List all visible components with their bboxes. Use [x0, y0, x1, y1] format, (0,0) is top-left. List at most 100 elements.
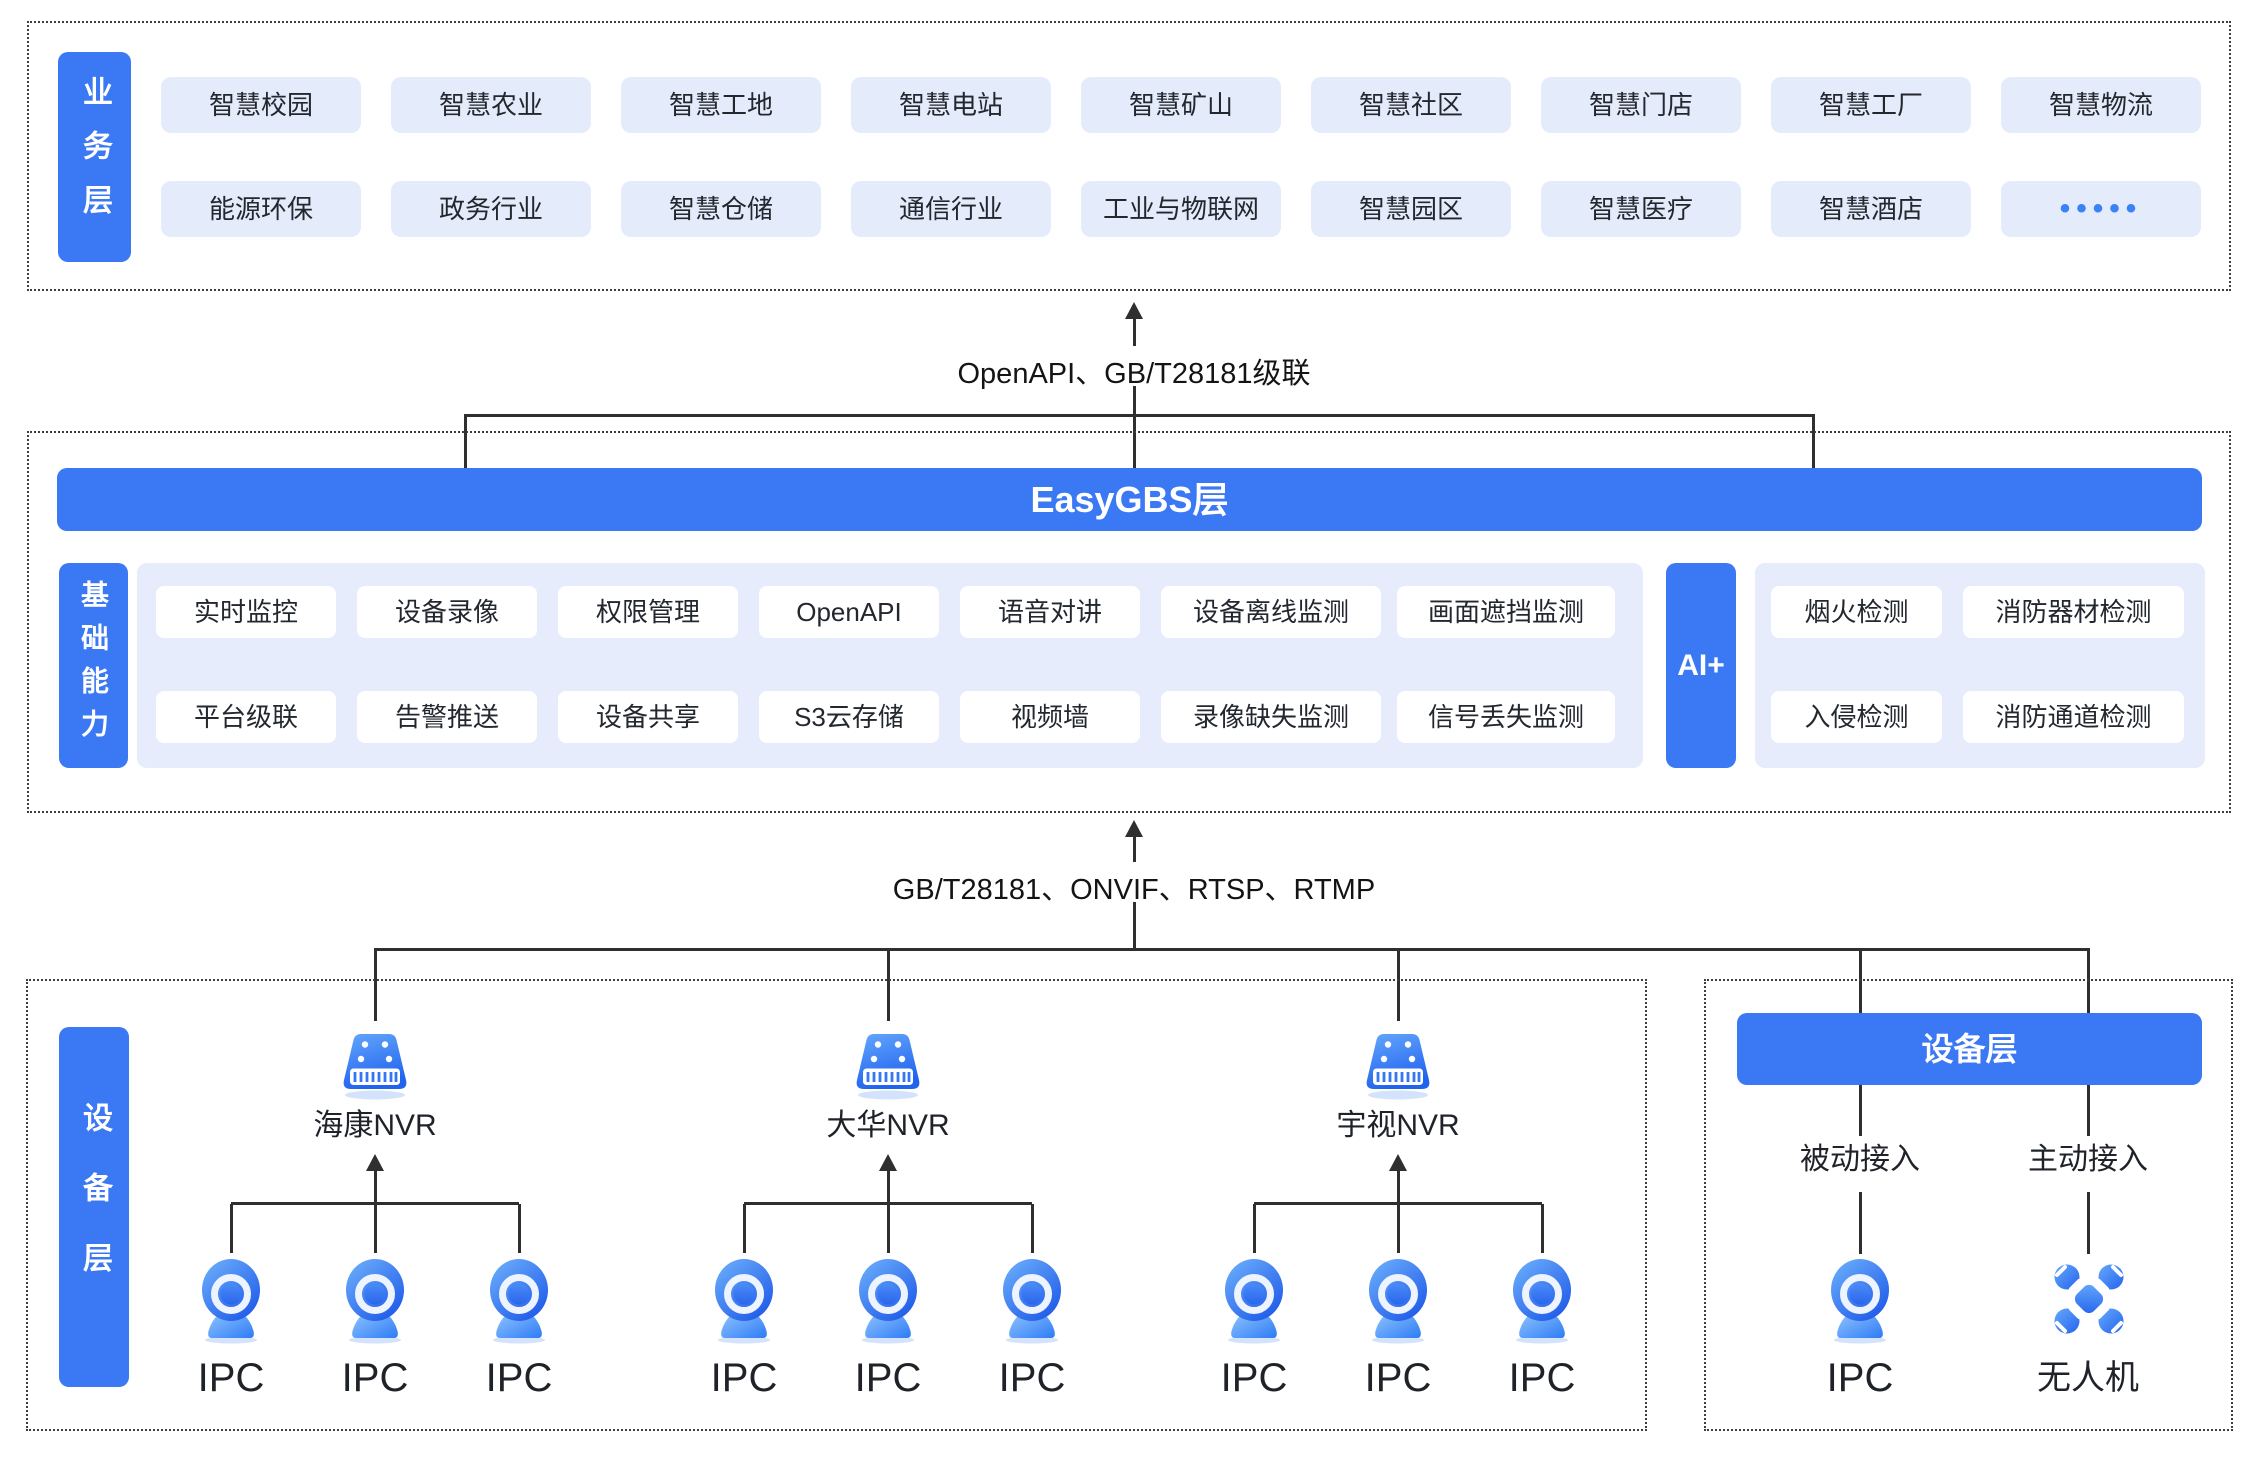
- capability-chip: 平台级联: [156, 691, 336, 743]
- capability-chip: 设备离线监测: [1161, 586, 1381, 638]
- access-label-active: 主动接入: [2028, 1143, 2148, 1176]
- business-chip: 智慧农业: [391, 77, 591, 133]
- ipc-label: IPC: [1508, 1356, 1576, 1400]
- business-chip: 能源环保: [161, 181, 361, 237]
- connector-line: [2087, 1192, 2090, 1254]
- connector-line: [1541, 1204, 1544, 1253]
- ipc-camera-icon: [487, 1258, 551, 1344]
- connector-line: [743, 1204, 746, 1253]
- ipc-label: IPC: [998, 1356, 1066, 1400]
- connector-line: [1859, 1085, 1862, 1136]
- capability-chip: 视频墙: [960, 691, 1140, 743]
- capability-chip: 录像缺失监测: [1161, 691, 1381, 743]
- ipc-camera-icon: [712, 1258, 776, 1344]
- ipc-camera-icon: [856, 1258, 920, 1344]
- connector-line: [518, 1204, 521, 1253]
- access-label-passive: 被动接入: [1800, 1143, 1920, 1176]
- ipc-label: IPC: [1364, 1356, 1432, 1400]
- drone-label: 无人机: [2037, 1359, 2139, 1397]
- business-chip: 智慧园区: [1311, 181, 1511, 237]
- arrow-up-icon: [1389, 1154, 1407, 1171]
- ai-chip: 烟火检测: [1771, 586, 1942, 638]
- connector-line: [231, 1202, 519, 1205]
- connector-line: [230, 1204, 233, 1253]
- nvr-icon: [1360, 1031, 1436, 1101]
- connector-line: [464, 414, 467, 468]
- easygbs-bar: EasyGBS层: [57, 468, 2202, 531]
- ipc-camera-icon: [343, 1258, 407, 1344]
- connector-line: [1397, 1171, 1400, 1253]
- connector-line: [887, 948, 890, 1021]
- capability-chip: 实时监控: [156, 586, 336, 638]
- bus-line: [374, 948, 2090, 951]
- business-chip: 智慧物流: [2001, 77, 2201, 133]
- ipc-camera-icon: [1000, 1258, 1064, 1344]
- ipc-camera-icon: [199, 1258, 263, 1344]
- ipc-label: IPC: [485, 1356, 553, 1400]
- business-chip: 智慧酒店: [1771, 181, 1971, 237]
- connector-line: [464, 414, 1815, 417]
- device-layer-right-bar: 设备层: [1737, 1013, 2202, 1085]
- ipc-camera-icon: [1366, 1258, 1430, 1344]
- nvr-label: 宇视NVR: [1336, 1109, 1460, 1142]
- business-chip: 智慧医疗: [1541, 181, 1741, 237]
- business-chip: 智慧工地: [621, 77, 821, 133]
- connector-line: [887, 1171, 890, 1253]
- connector-line: [1254, 1202, 1542, 1205]
- capability-chip: 画面遮挡监测: [1397, 586, 1615, 638]
- connector-line: [1133, 318, 1136, 346]
- top-link-label: OpenAPI、GB/T28181级联: [957, 358, 1311, 390]
- ai-chip: 入侵检测: [1771, 691, 1942, 743]
- device-layer-left-box: [26, 979, 1647, 1431]
- connector-line: [1397, 948, 1400, 1021]
- business-chip: 政务行业: [391, 181, 591, 237]
- arrow-up-icon: [879, 1154, 897, 1171]
- connector-line: [1031, 1204, 1034, 1253]
- device-layer-left-label: 设备层: [59, 1027, 129, 1387]
- ipc-camera-icon: [1510, 1258, 1574, 1344]
- business-chip: 智慧电站: [851, 77, 1051, 133]
- arrow-up-icon: [1125, 820, 1143, 837]
- business-chip: 智慧校园: [161, 77, 361, 133]
- ipc-camera-icon: [1222, 1258, 1286, 1344]
- business-chip: 智慧仓储: [621, 181, 821, 237]
- business-chip: 智慧工厂: [1771, 77, 1971, 133]
- connector-line: [2087, 1085, 2090, 1136]
- ipc-label: IPC: [710, 1356, 778, 1400]
- ipc-label: IPC: [1220, 1356, 1288, 1400]
- connector-line: [1133, 837, 1136, 862]
- business-layer-box: [27, 21, 2231, 291]
- business-layer-label: 业务层: [58, 52, 131, 262]
- ipc-camera-icon: [1828, 1258, 1892, 1344]
- capability-label: 基础能力: [59, 563, 128, 768]
- nvr-icon: [337, 1031, 413, 1101]
- capability-chip: 设备共享: [558, 691, 738, 743]
- ipc-label: IPC: [197, 1356, 265, 1400]
- business-chip: 工业与物联网: [1081, 181, 1281, 237]
- nvr-label: 大华NVR: [826, 1109, 950, 1142]
- connector-line: [1133, 386, 1136, 468]
- capability-chip: S3云存储: [759, 691, 939, 743]
- drone-icon: [2052, 1262, 2126, 1336]
- capability-chip: 告警推送: [357, 691, 537, 743]
- bottom-link-label: GB/T28181、ONVIF、RTSP、RTMP: [892, 874, 1376, 906]
- business-chip-more: •••••: [2001, 181, 2201, 237]
- device-layer-right-box: [1704, 979, 2233, 1431]
- connector-line: [374, 948, 377, 1021]
- connector-line: [744, 1202, 1032, 1205]
- business-chip: 智慧门店: [1541, 77, 1741, 133]
- ai-plus-label: AI+: [1666, 563, 1736, 768]
- capability-chip: 权限管理: [558, 586, 738, 638]
- ipc-label: IPC: [854, 1356, 922, 1400]
- nvr-icon: [850, 1031, 926, 1101]
- ai-chip: 消防通道检测: [1963, 691, 2184, 743]
- business-chip: 智慧矿山: [1081, 77, 1281, 133]
- arrow-up-icon: [1125, 302, 1143, 319]
- ipc-label: IPC: [1826, 1356, 1894, 1400]
- ipc-label: IPC: [341, 1356, 409, 1400]
- capability-chip: 语音对讲: [960, 586, 1140, 638]
- connector-line: [1253, 1204, 1256, 1253]
- easygbs-layer-box: [27, 431, 2231, 813]
- business-chip: 通信行业: [851, 181, 1051, 237]
